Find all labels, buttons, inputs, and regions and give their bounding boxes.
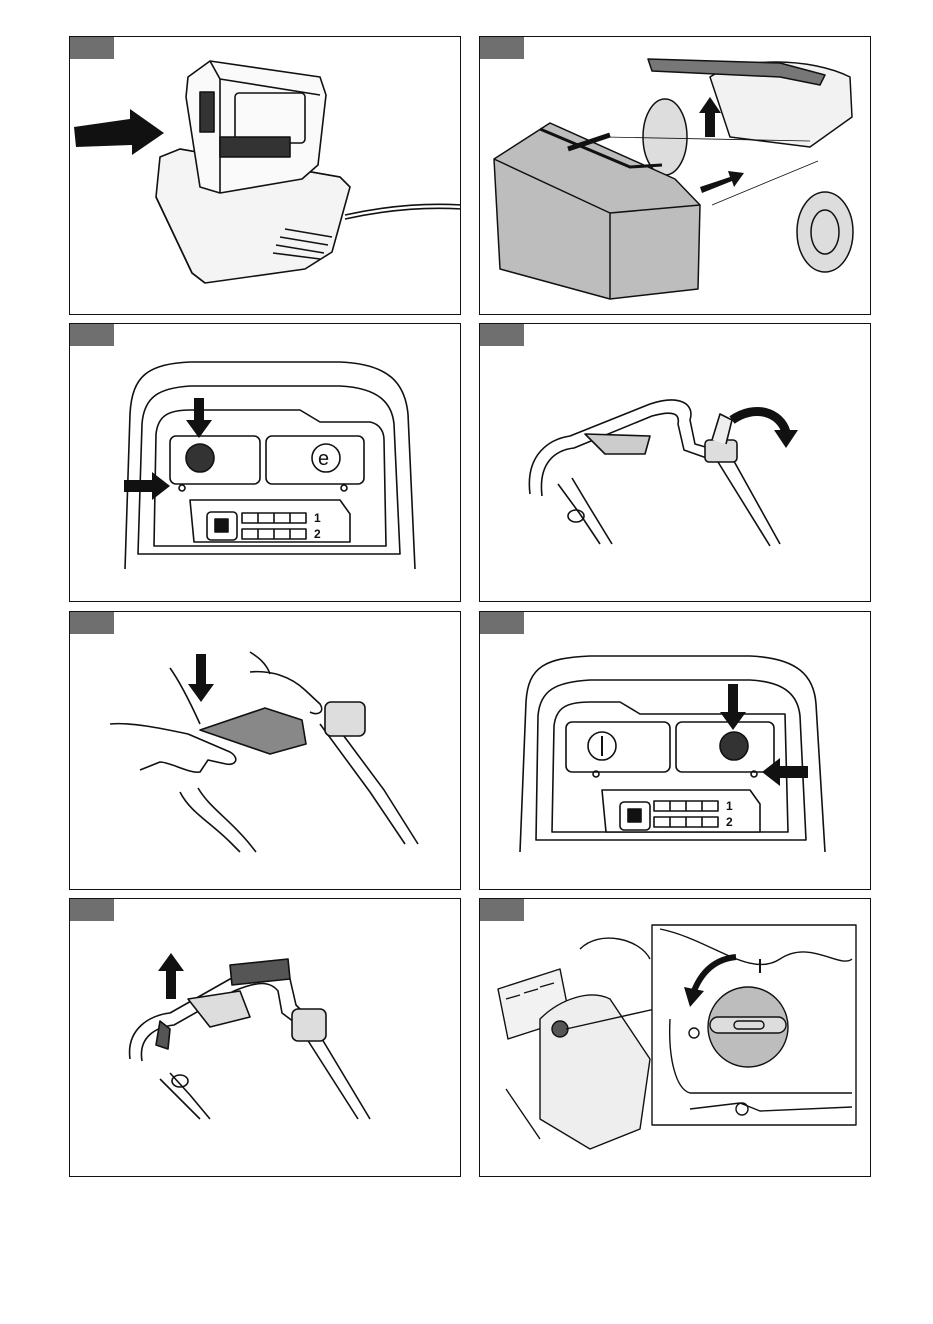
figure-grass-collector [479, 36, 871, 315]
up-arrow-icon [158, 953, 184, 999]
eco-button-icon [720, 732, 748, 760]
battery-slot-label: 1 [726, 799, 733, 813]
battery-charger-illustration [70, 37, 461, 315]
figure-control-panel-eco: 1 2 [479, 611, 871, 890]
handle-icon [130, 959, 370, 1119]
figure-lift-handle [69, 898, 461, 1177]
lift-handle-illustration [70, 899, 461, 1177]
figure-handle-lever [479, 323, 871, 602]
battery-slot-label: 2 [726, 815, 733, 829]
page-footer-fragment [0, 1312, 933, 1324]
press-arrow-icon [188, 654, 214, 702]
figure-battery-charger [69, 36, 461, 315]
height-knob-illustration [480, 899, 871, 1177]
led-indicator-icon [179, 485, 185, 491]
control-panel-illustration: e 1 2 [70, 324, 461, 602]
handle-icon [529, 400, 780, 546]
control-panel-eco-illustration: 1 2 [480, 612, 871, 890]
insert-arrow-icon [74, 109, 164, 155]
handle-lever-illustration [480, 324, 871, 602]
rotate-arrow-icon [732, 411, 798, 448]
svg-text:e: e [318, 448, 329, 470]
battery-slot-label: 1 [314, 511, 321, 525]
figure-hands-press-handle [69, 611, 461, 890]
battery-slot-label: 2 [314, 527, 321, 541]
grass-collector-illustration [480, 37, 871, 315]
figure-height-knob [479, 898, 871, 1177]
figure-control-panel-power: e 1 2 [69, 323, 461, 602]
hands-press-illustration [70, 612, 461, 890]
power-button-icon [186, 444, 214, 472]
